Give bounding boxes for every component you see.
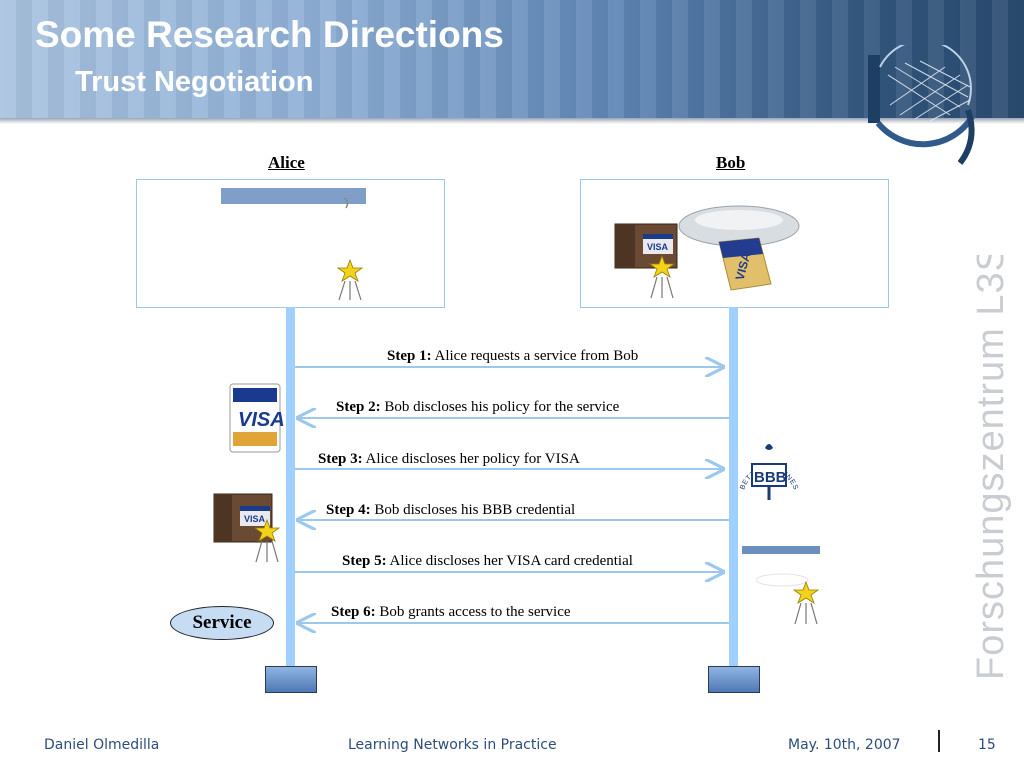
bob-lifeline-end (708, 666, 760, 693)
alice-visa-safe-icon: VISA (213, 493, 273, 543)
alice-label: Alice (268, 153, 305, 172)
service-oval: Service (170, 606, 274, 640)
footer-event: Learning Networks in Practice (348, 737, 557, 753)
header-shadow (0, 118, 1024, 124)
step-4-label: Step 4: Bob discloses his BBB credential (326, 502, 576, 518)
vertical-brand-text: Forschungszentrum L3S (970, 255, 1012, 680)
header-banner (0, 0, 1024, 118)
visa-card-icon: VISA (229, 383, 285, 453)
step-2-label: Step 2: Bob discloses his policy for the… (336, 399, 620, 415)
page-number: 15 (978, 737, 996, 753)
alice-box (136, 179, 445, 308)
alice-doc-bar (221, 188, 366, 204)
bob-service-award-icon (742, 546, 820, 625)
alice-lifeline (286, 307, 295, 667)
step-1-label: Step 1: Alice requests a service from Bo… (387, 348, 639, 364)
footer-divider (938, 730, 940, 752)
bob-box: VISA VISA (580, 179, 889, 308)
bob-star-award-icon (648, 254, 676, 299)
step-3-label: Step 3: Alice discloses her policy for V… (318, 451, 580, 467)
slide-subtitle: Trust Negotiation (75, 66, 314, 98)
visa-safe-icon: VISA (614, 223, 678, 269)
bbb-text: BBB (754, 469, 787, 486)
bob-label: Bob (716, 153, 746, 172)
footer-author: Daniel Olmedilla (44, 737, 160, 753)
alice-lifeline-end (265, 666, 317, 693)
slide-title: Some Research Directions (35, 14, 504, 55)
alice-star-award-icon-2 (253, 518, 281, 563)
visa-safe-text: VISA (647, 242, 669, 252)
alice-safe-visa-text: VISA (244, 514, 266, 524)
header-stripes (0, 0, 1024, 118)
vertical-brand: Forschungszentrum L3S (970, 255, 1012, 680)
visa-card-text: VISA (238, 409, 285, 431)
bob-lifeline (729, 307, 738, 667)
service-dish-icon: VISA (678, 205, 800, 291)
alice-star-award-icon (336, 258, 364, 301)
footer-date: May. 10th, 2007 (788, 737, 901, 753)
step-6-label: Step 6: Bob grants access to the service (331, 604, 571, 620)
step-5-label: Step 5: Alice discloses her VISA card cr… (342, 553, 633, 569)
l3s-logo-icon (868, 45, 975, 165)
